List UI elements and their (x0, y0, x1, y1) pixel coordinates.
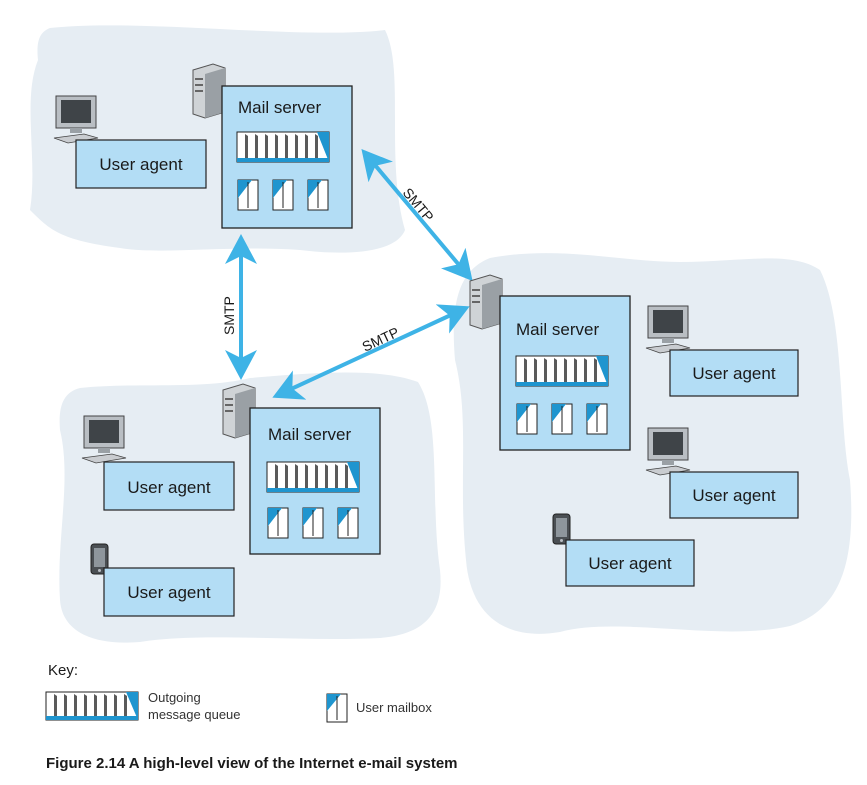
smtp-label-right-bottom: SMTP (360, 324, 402, 355)
mail-server-title: Mail server (238, 98, 321, 117)
desktop-computer-icon (53, 95, 99, 144)
user-agent-label: User agent (588, 554, 671, 573)
user-agent-bottom-1: User agent (103, 461, 235, 511)
mail-server-right: Mail server (499, 295, 631, 451)
server-tower-icon (192, 63, 226, 119)
key-legend: Key: Outgoing message queue User mailbox (45, 662, 432, 723)
smartphone-icon (552, 513, 571, 545)
server-tower-icon (222, 383, 256, 439)
mail-server-top: Mail server (221, 85, 353, 229)
smtp-label-top-bottom: SMTP (221, 296, 237, 335)
queue-key-icon (45, 691, 139, 721)
user-agent-bottom-2: User agent (103, 567, 235, 617)
smtp-link-right-bottom (272, 304, 470, 400)
user-agent-label: User agent (99, 155, 182, 174)
mailbox-key-label: User mailbox (356, 700, 432, 715)
user-agent-top-left: User agent (75, 139, 207, 189)
mail-server-bottom: Mail server (249, 407, 381, 555)
smartphone-icon (90, 543, 109, 575)
user-agent-right-3: User agent (565, 539, 695, 587)
user-agent-label: User agent (127, 478, 210, 497)
user-agent-label: User agent (692, 364, 775, 383)
user-agent-label: User agent (127, 583, 210, 602)
mail-server-title: Mail server (268, 425, 351, 444)
figure-caption: Figure 2.14 A high-level view of the Int… (46, 755, 458, 772)
desktop-computer-icon (645, 305, 691, 354)
smtp-link-top-right (361, 148, 473, 282)
user-agent-label: User agent (692, 486, 775, 505)
desktop-computer-icon (645, 427, 691, 476)
user-agent-right-2: User agent (669, 471, 799, 519)
queue-key-label-line2: message queue (148, 707, 241, 722)
queue-key-label-line1: Outgoing (148, 690, 201, 705)
server-tower-icon (469, 274, 503, 330)
user-agent-right-1: User agent (669, 349, 799, 397)
desktop-computer-icon (81, 415, 127, 464)
key-title: Key: (48, 662, 78, 679)
mail-server-title: Mail server (516, 320, 599, 339)
mailbox-key-icon (326, 693, 348, 723)
